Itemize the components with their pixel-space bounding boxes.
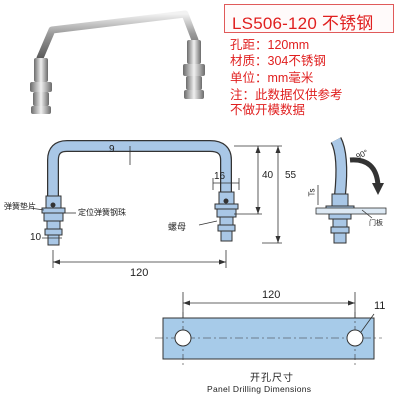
left-bolt <box>41 195 66 246</box>
right-bolt <box>214 191 239 242</box>
spec-unit: 单位：mm毫米 <box>230 71 314 85</box>
label-spring-ball: 定位弹簧钢珠 <box>78 208 126 217</box>
spec-hole-spacing: 孔距：120mm <box>230 38 310 52</box>
label-nut: 螺母 <box>168 222 187 232</box>
label-spring-washer: 弹簧垫片 <box>4 202 36 211</box>
panel-hole-left <box>174 329 192 347</box>
dim-total-height: 55 <box>285 170 297 181</box>
panel-title-cn: 开孔尺寸 <box>250 373 294 384</box>
dim-width: 120 <box>130 267 149 279</box>
door-label: 门板 <box>369 220 383 227</box>
spec-note-1: 注：此数据仅供参考 <box>230 88 343 102</box>
spec-material: 材质：304不锈钢 <box>230 54 326 68</box>
dim-inner-height: 40 <box>262 170 274 181</box>
spec-note-2: 不做开模数据 <box>230 103 306 117</box>
dim-top: 9 <box>109 144 115 155</box>
panel-hole-right <box>346 329 364 347</box>
panel-title-en: Panel Drilling Dimensions <box>207 384 312 394</box>
panel-dim-hole: 11 <box>374 300 386 312</box>
model-title: LS506-120 不锈钢 <box>232 14 374 33</box>
side-view-drawing <box>315 137 387 244</box>
dim-base: 10 <box>30 232 42 243</box>
dim-bolt: 16 <box>214 171 226 182</box>
panel-dim-width: 120 <box>262 289 281 301</box>
model-box <box>224 4 394 33</box>
